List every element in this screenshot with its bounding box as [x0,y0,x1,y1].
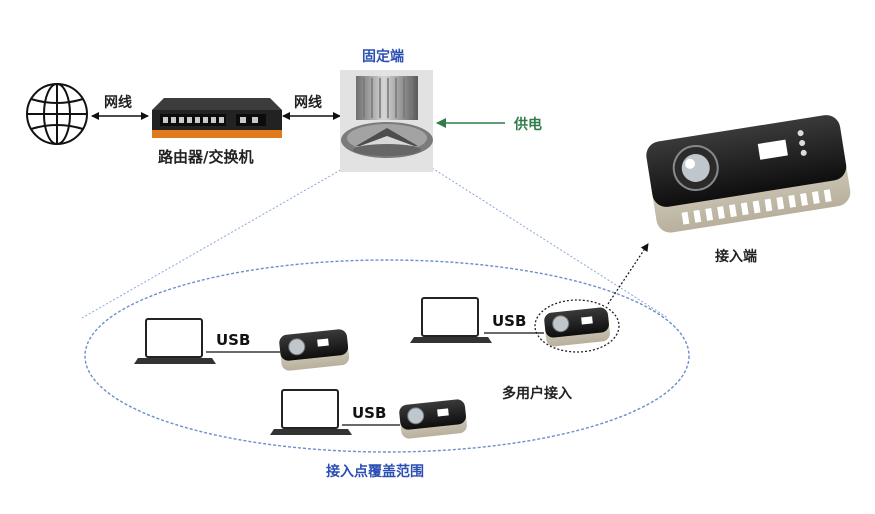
usb-label-2: USB [492,312,527,330]
coverage-ellipse [84,259,690,453]
laptop-icon [134,318,216,364]
usb-label-3: USB [352,404,387,422]
power-supply-label: 供电 [514,117,542,133]
coverage-cone-right [431,167,669,319]
usb-dongle-icon [544,307,610,347]
router-switch-icon [152,98,282,138]
network-cable-label-right: 网线 [294,95,322,111]
laptop-icon [270,389,352,435]
coverage-cone-left [81,167,345,319]
laptop-icon [410,297,492,343]
access-device-icon [646,115,851,233]
multi-user-access-label: 多用户接入 [502,386,572,402]
access-pointer-arrow [607,243,649,305]
ceiling-transmitter-icon [340,70,433,172]
network-cable-label-left: 网线 [104,95,132,111]
router-switch-label: 路由器/交换机 [158,148,254,166]
usb-dongle-icon [399,399,467,439]
usb-dongle-icon [279,329,350,371]
coverage-range-label: 接入点覆盖范围 [326,464,424,480]
highlight-circle [534,299,620,353]
fixed-end-label: 固定端 [362,49,404,65]
access-end-label: 接入端 [715,249,757,265]
usb-label-1: USB [216,331,251,349]
globe-icon [26,83,88,145]
